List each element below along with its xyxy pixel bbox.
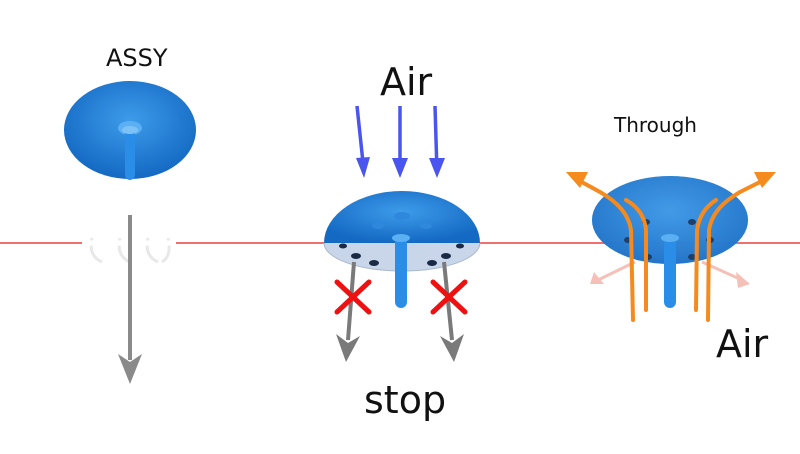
center-valve xyxy=(323,191,481,308)
air-arrow-2 xyxy=(392,106,408,178)
air-arrow-1 xyxy=(355,105,370,178)
through-label: Through xyxy=(614,113,697,137)
through-air-arrows xyxy=(566,172,776,322)
through-arrow-left-inner xyxy=(624,198,648,312)
through-valve xyxy=(592,176,748,308)
stop-cross-left xyxy=(334,279,372,315)
air-arrows-down xyxy=(355,105,445,178)
through-arrow-left xyxy=(566,172,635,322)
gravity-arrow-center-right xyxy=(440,261,464,362)
through-arrow-right xyxy=(706,172,776,322)
center-holes xyxy=(339,243,464,266)
through-arrow-right-inner xyxy=(694,198,718,312)
air-label-right: Air xyxy=(716,322,769,366)
stop-label: stop xyxy=(364,378,447,422)
gravity-arrow-left xyxy=(118,215,142,384)
assy-label: ASSY xyxy=(106,44,168,72)
assy-valve xyxy=(64,81,196,180)
air-label-top: Air xyxy=(380,60,433,104)
stop-cross-right xyxy=(430,279,468,315)
air-arrow-3 xyxy=(429,105,445,178)
